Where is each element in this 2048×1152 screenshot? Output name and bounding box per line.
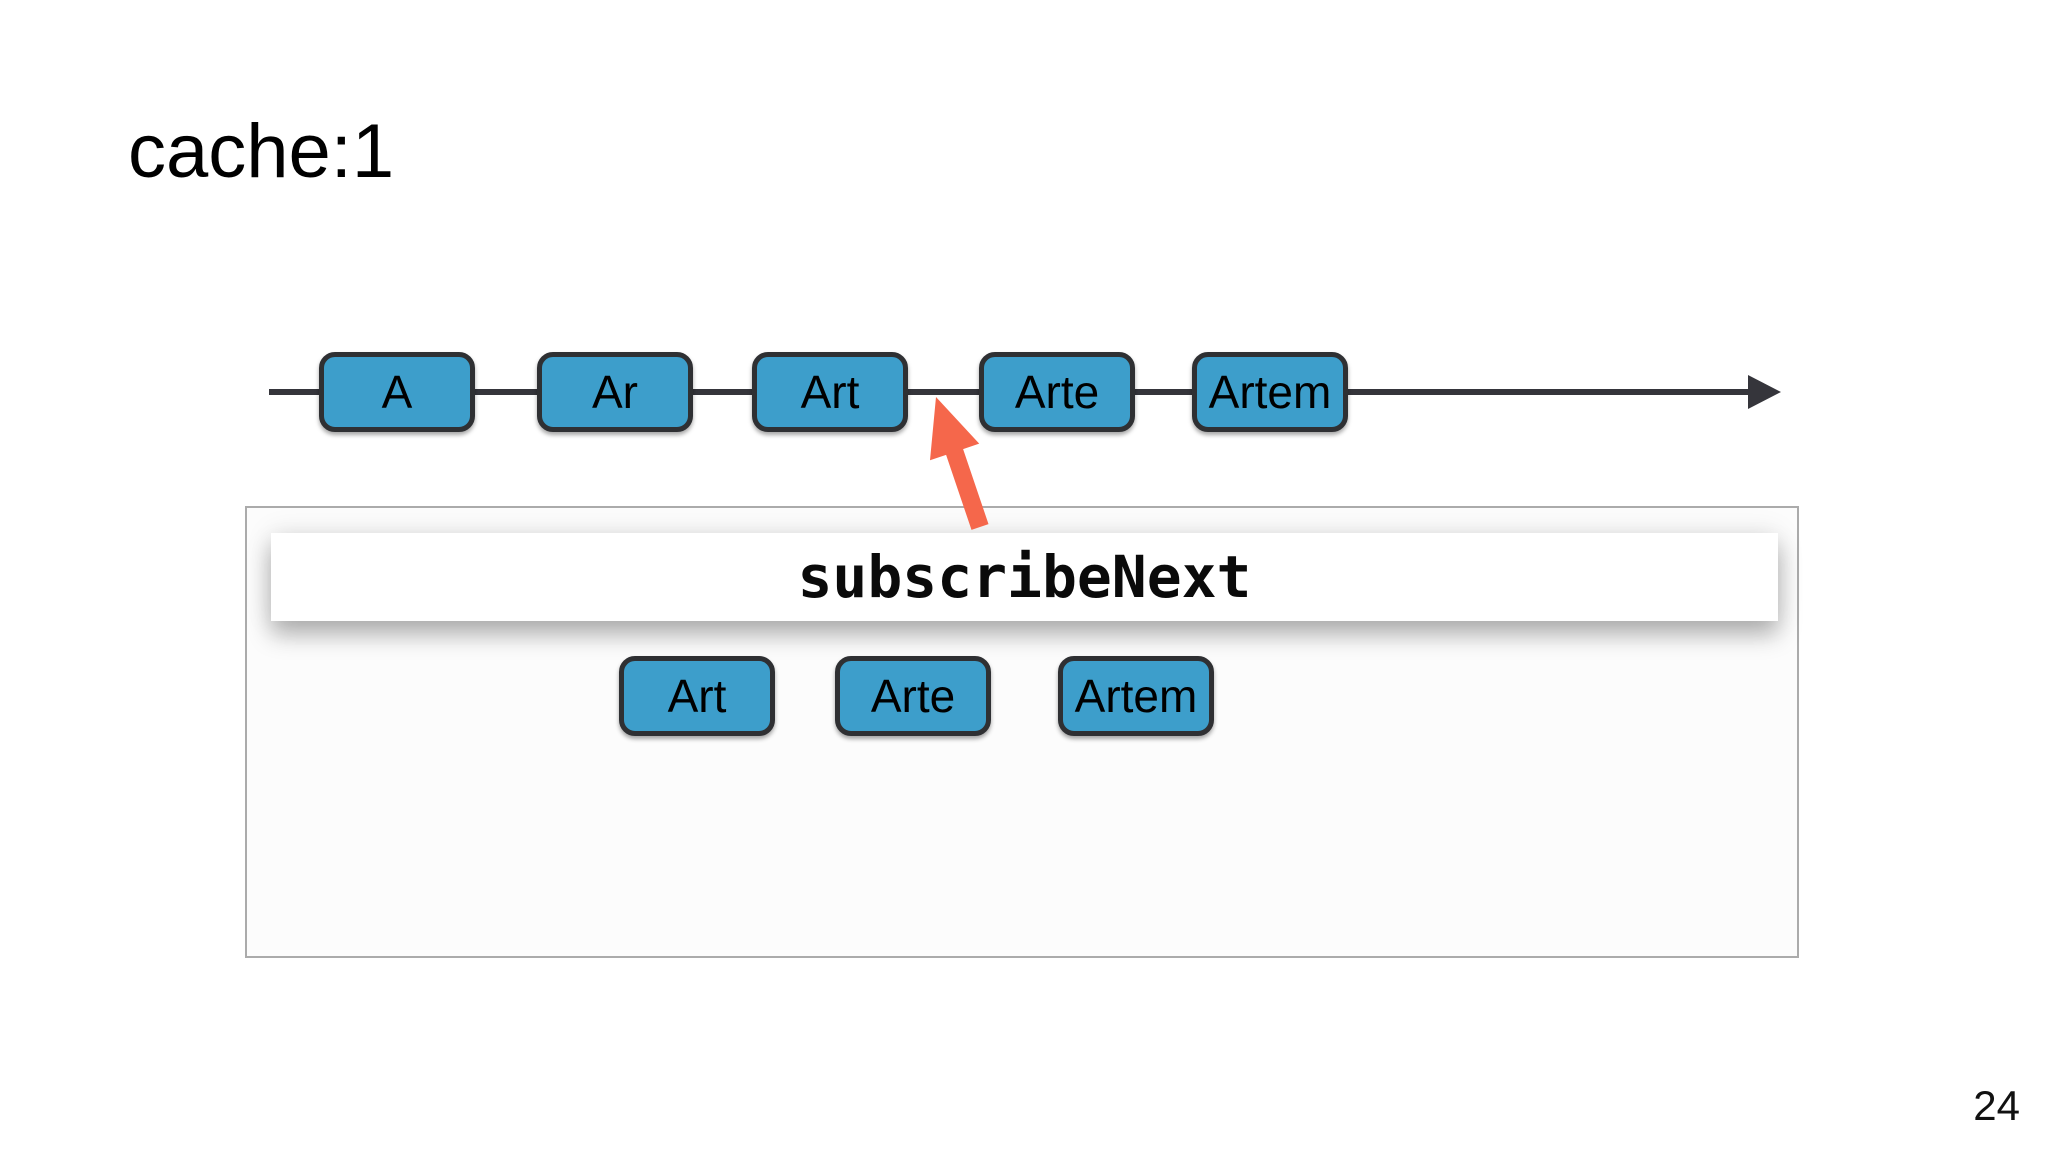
subscribe-arrow-icon (930, 397, 989, 530)
timeline-event-a: A (319, 352, 475, 432)
output-event-art: Art (619, 656, 775, 736)
timeline-event-arte: Arte (979, 352, 1135, 432)
timeline-event-ar: Ar (537, 352, 693, 432)
output-event-arte: Arte (835, 656, 991, 736)
output-event-artem: Artem (1058, 656, 1214, 736)
operator-bar: subscribeNext (271, 533, 1778, 621)
page-number: 24 (1973, 1082, 2020, 1129)
operator-label: subscribeNext (797, 543, 1252, 611)
timeline-arrowhead-icon (1748, 375, 1781, 409)
slide-title: cache:1 (128, 109, 395, 194)
timeline-event-artem: Artem (1192, 352, 1348, 432)
timeline-event-art: Art (752, 352, 908, 432)
